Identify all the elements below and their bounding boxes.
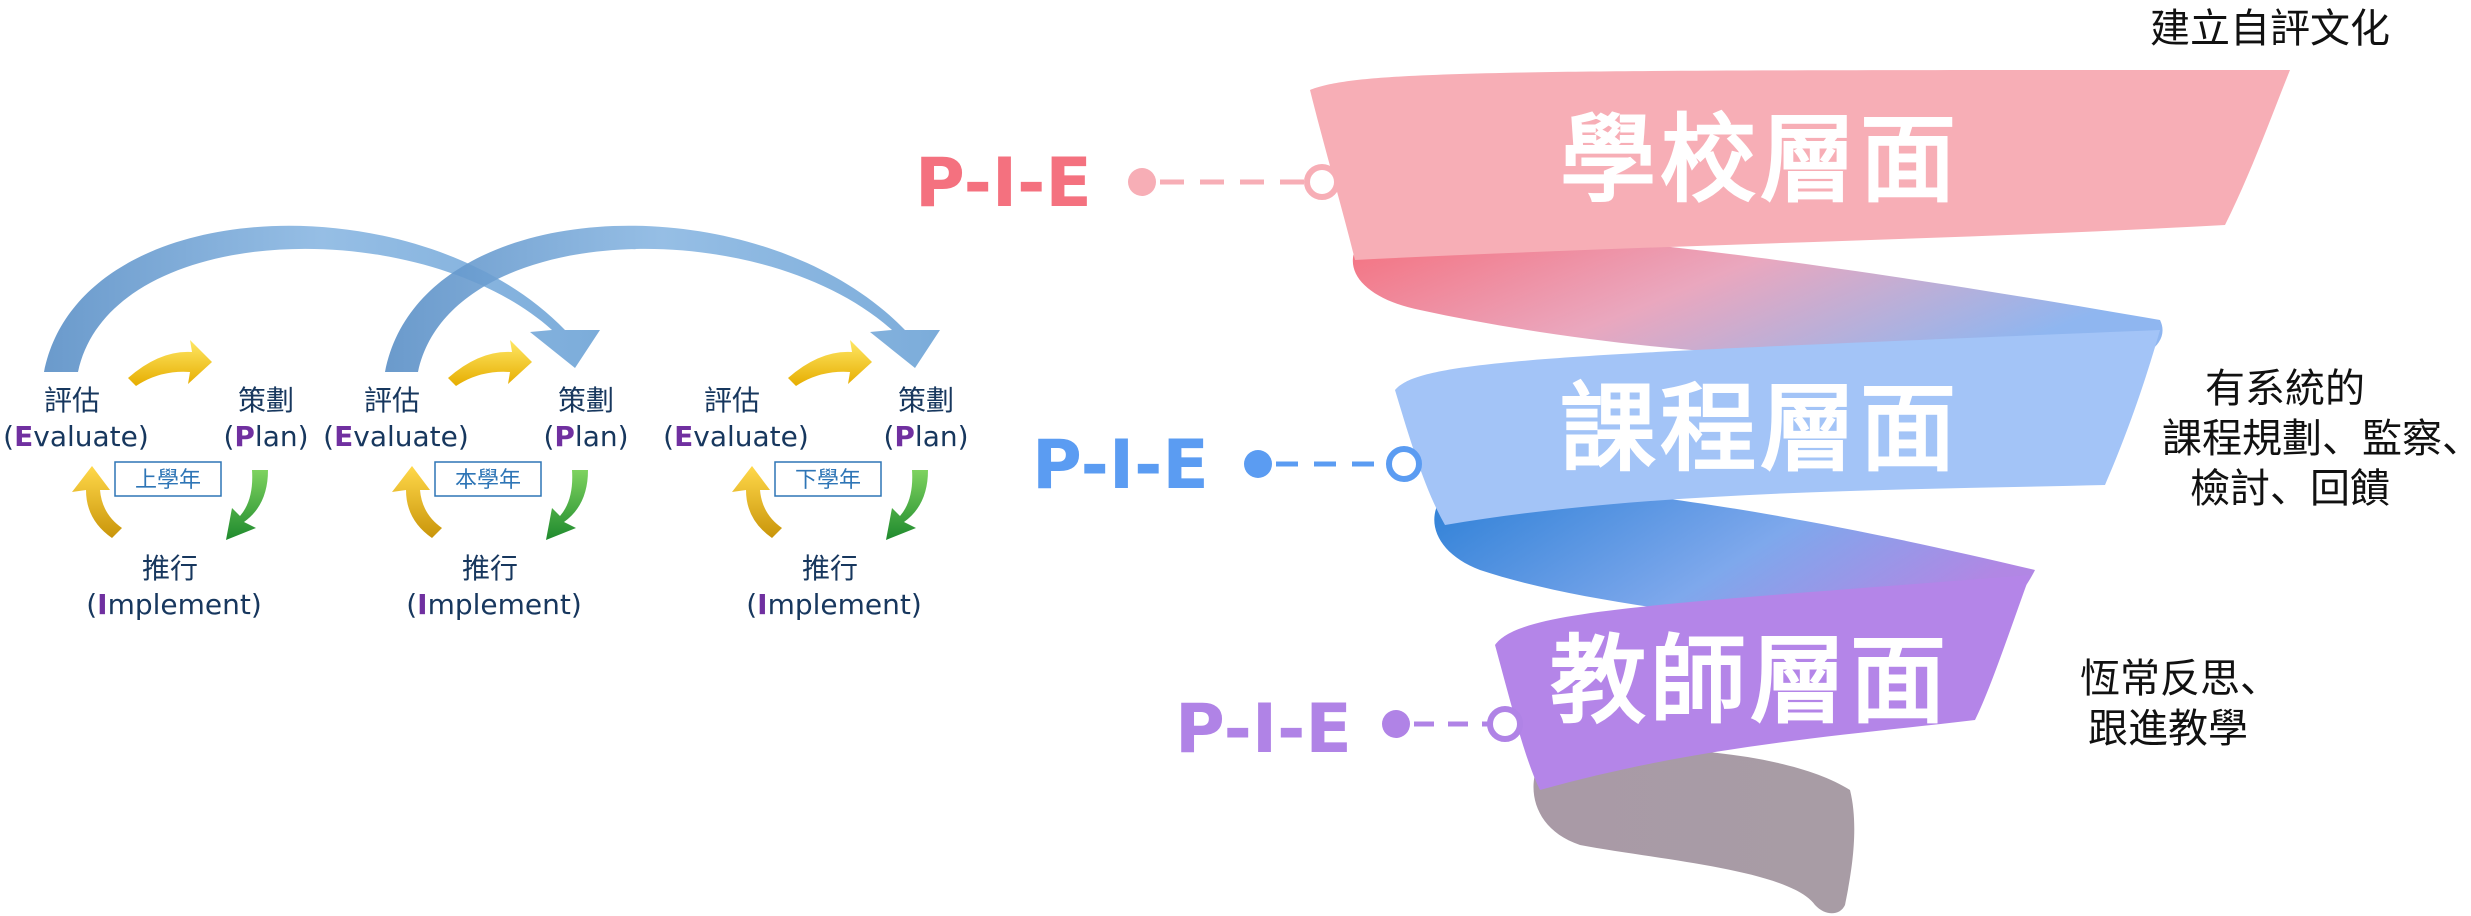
plan-label-zh: 策劃: [558, 384, 614, 417]
implement-label-en: (Implement): [406, 588, 582, 621]
plan-label-en: (Plan): [543, 420, 628, 453]
evaluate-label-en: (Evaluate): [663, 420, 809, 453]
connector-dot-start: [1128, 168, 1156, 196]
evaluate-to-plan-arrow: [448, 340, 532, 386]
evaluate-to-plan-arrow: [128, 340, 212, 386]
layer-title-teacher: 教師層面: [1550, 625, 1950, 737]
pie-connector-school: P-I-E: [915, 144, 1340, 223]
implement-label-en: (Implement): [746, 588, 922, 621]
pie-label-curriculum: P-I-E: [1032, 426, 1209, 505]
pie-label-teacher: P-I-E: [1175, 690, 1352, 769]
connector-dot-start: [1244, 450, 1272, 478]
implement-label-zh: 推行: [462, 552, 518, 585]
arc-arrow-1: [44, 225, 600, 372]
evaluate-label-en: (Evaluate): [3, 420, 149, 453]
evaluate-label-en: (Evaluate): [323, 420, 469, 453]
implement-to-evaluate-arrow: [732, 466, 782, 538]
implement-to-evaluate-arrow: [72, 466, 122, 538]
connector-dot-end: [1304, 164, 1340, 200]
evaluate-label-zh: 評估: [364, 384, 420, 417]
year-label: 上學年: [135, 468, 201, 493]
implement-label-zh: 推行: [142, 552, 198, 585]
year-label: 本學年: [455, 468, 521, 493]
year-box: [114, 461, 222, 497]
ribbon-funnel: 學校層面 課程層面 教師層面: [1310, 70, 2290, 914]
cycle-1: 評估 (Evaluate) 策劃 (Plan) 上學年 推行 (Implemen…: [3, 340, 309, 621]
year-box: [774, 461, 882, 497]
cycle-diagram: 評估 (Evaluate) 策劃 (Plan) 上學年 推行 (Implemen…: [3, 225, 969, 621]
connector-dot-end: [1487, 706, 1523, 742]
ribbon-band-school: [1310, 70, 2290, 260]
ribbon-tail: [1533, 748, 1855, 914]
note-school: 建立自評文化: [2150, 6, 2390, 52]
note-curriculum-line2: 課程規劃、監察、: [2162, 416, 2471, 462]
note-curriculum-line1: 有系統的: [2205, 366, 2365, 412]
implement-label-en: (Implement): [86, 588, 262, 621]
ribbon-band-curriculum: [1395, 330, 2160, 525]
implement-to-evaluate-arrow: [392, 466, 442, 538]
year-label: 下學年: [795, 468, 861, 493]
pie-connector-curriculum: P-I-E: [1032, 426, 1422, 505]
arc-arrow-2: [385, 225, 940, 372]
plan-to-implement-arrow: [226, 470, 268, 540]
layer-title-curriculum: 課程層面: [1560, 373, 1960, 485]
cycle-2: 評估 (Evaluate) 策劃 (Plan) 本學年 推行 (Implemen…: [323, 340, 629, 621]
note-teacher-line2: 跟進教學: [2088, 706, 2248, 752]
plan-to-implement-arrow: [886, 470, 928, 540]
plan-label-zh: 策劃: [238, 384, 294, 417]
ribbon-fold-pink-blue: [1352, 232, 2163, 365]
plan-label-zh: 策劃: [898, 384, 954, 417]
evaluate-label-zh: 評估: [704, 384, 760, 417]
connector-dot-start: [1382, 710, 1410, 738]
plan-label-en: (Plan): [223, 420, 308, 453]
ribbon-band-teacher: [1495, 575, 2030, 790]
pie-connector-teacher: P-I-E: [1175, 690, 1523, 769]
connector-dot-end: [1386, 446, 1422, 482]
year-box: [434, 461, 542, 497]
evaluate-label-zh: 評估: [44, 384, 100, 417]
note-curriculum-line3: 檢討、回饋: [2190, 466, 2390, 512]
plan-label-en: (Plan): [883, 420, 968, 453]
implement-label-zh: 推行: [802, 552, 858, 585]
note-teacher-line1: 恆常反思、: [2080, 656, 2280, 702]
cycle-3: 評估 (Evaluate) 策劃 (Plan) 下學年 推行 (Implemen…: [663, 340, 969, 621]
plan-to-implement-arrow: [546, 470, 588, 540]
layer-title-school: 學校層面: [1560, 104, 1960, 216]
pie-label-school: P-I-E: [915, 144, 1092, 223]
evaluate-to-plan-arrow: [788, 340, 872, 386]
